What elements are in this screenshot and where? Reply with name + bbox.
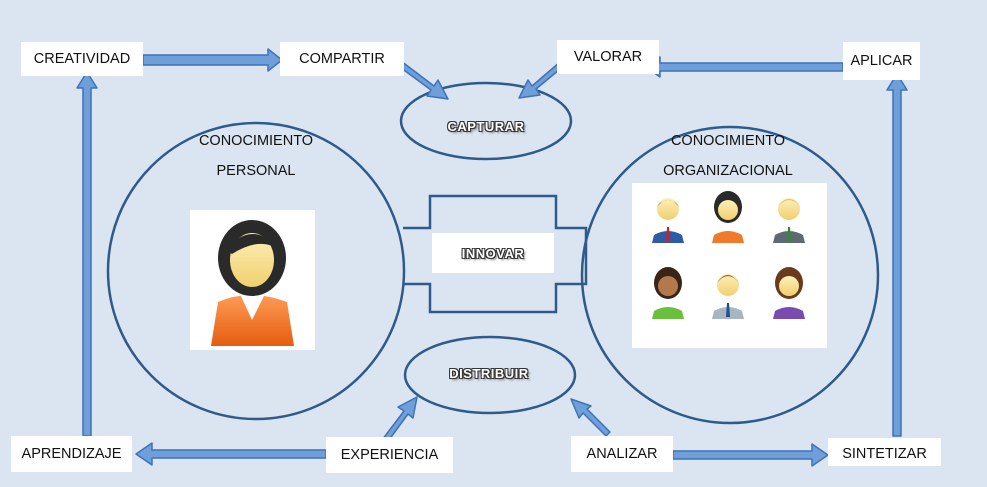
avatar-man-blue: [652, 198, 684, 243]
capturar-ellipse: [399, 81, 573, 161]
node-sintetizar: SINTETIZAR: [828, 438, 941, 466]
organizational-title-line1: CONOCIMIENTO: [670, 133, 786, 149]
personal-title-line1: CONOCIMIENTO: [198, 133, 314, 149]
personal-knowledge-title: CONOCIMIENTO PERSONAL: [156, 126, 356, 186]
innovar-shape: [403, 194, 588, 314]
personal-title-line2: PERSONAL: [216, 163, 296, 179]
node-experiencia: EXPERIENCIA: [326, 437, 453, 473]
distribuir-label: DISTRIBUIR: [449, 365, 529, 381]
node-analizar: ANALIZAR: [571, 436, 673, 472]
node-creatividad: CREATIVIDAD: [21, 42, 143, 76]
arrow-experiencia-aprendizaje: [135, 442, 327, 466]
avatar-woman-green: [652, 267, 684, 319]
arrow-sintetizar-aplicar: [886, 73, 908, 437]
organizational-title-line2: ORGANIZACIONAL: [663, 163, 793, 179]
avatar-man-gray: [773, 198, 805, 243]
node-valorar: VALORAR: [557, 40, 659, 74]
node-aprendizaje: APRENDIZAJE: [11, 436, 132, 472]
personal-knowledge-circle: [106, 121, 406, 421]
group-avatars-icon: [632, 183, 827, 348]
woman-avatar-icon: [190, 210, 315, 350]
arrow-aprendizaje-creatividad: [76, 71, 98, 437]
distribuir-ellipse: [403, 335, 577, 415]
organizational-knowledge-circle: [580, 125, 880, 425]
arrow-aplicar-valorar: [645, 56, 844, 78]
node-compartir: COMPARTIR: [280, 42, 404, 76]
arrow-analizar-sintetizar: [672, 443, 829, 467]
avatar-man-lightblue: [712, 274, 744, 319]
innovar-label: INNOVAR: [432, 233, 554, 273]
node-aplicar: APLICAR: [843, 42, 920, 80]
arrow-analizar-distribuir: [570, 398, 611, 437]
organizational-knowledge-title: CONOCIMIENTO ORGANIZACIONAL: [628, 126, 828, 186]
avatar-woman-purple: [773, 267, 805, 319]
arrow-creatividad-compartir: [142, 48, 283, 72]
avatar-woman-orange: [712, 191, 744, 243]
capturar-label: CAPTURAR: [447, 118, 525, 134]
